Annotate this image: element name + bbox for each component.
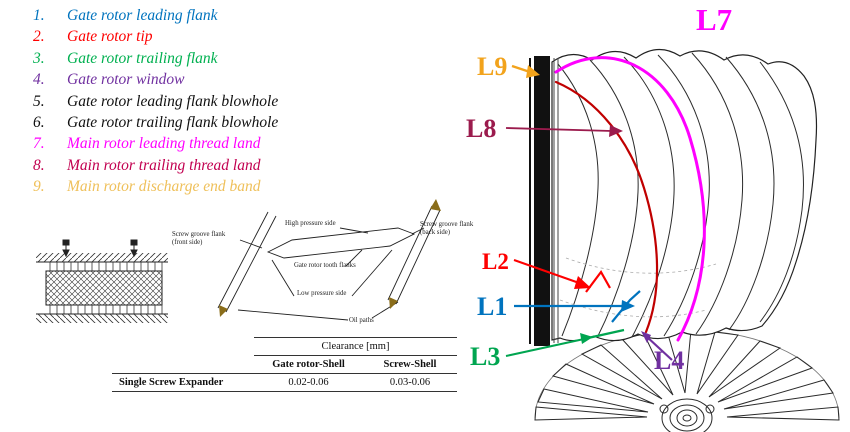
legend-item-number: 3. xyxy=(33,49,45,67)
legend-item-2: 2. Gate rotor tip xyxy=(26,26,278,47)
label-arrows xyxy=(505,64,673,361)
legend-item-8: 8. Main rotor trailing thread land xyxy=(26,155,278,176)
cell-screw-shell-value: 0.03-0.06 xyxy=(363,373,457,392)
label-L8: L8 xyxy=(466,114,497,143)
legend-item-label: Main rotor trailing thread land xyxy=(67,156,261,174)
legend-item-number: 2. xyxy=(33,28,45,46)
table-row: Single Screw Expander 0.02-0.06 0.03-0.0… xyxy=(112,373,457,392)
label-oil-paths: Oil paths xyxy=(349,317,374,324)
L1-arrow xyxy=(514,300,635,312)
column-header-gate-rotor-shell: Gate rotor-Shell xyxy=(254,355,363,374)
label-L9: L9 xyxy=(477,52,508,81)
legend-item-number: 1. xyxy=(33,7,45,24)
label-L2: L2 xyxy=(482,249,509,274)
legend-item-number: 8. xyxy=(33,156,45,174)
legend-item-3: 3. Gate rotor trailing flank xyxy=(26,48,278,69)
legend-item-5: 5. Gate rotor leading flank blowhole xyxy=(26,91,278,112)
L8-main-rotor-trailing-thread-land-curve xyxy=(554,80,659,334)
legend-item-number: 7. xyxy=(33,135,45,153)
cell-gate-rotor-shell-value: 0.02-0.06 xyxy=(254,373,363,392)
legend-item-label: Gate rotor tip xyxy=(67,28,153,46)
legend-item-1: 1. Gate rotor leading flank xyxy=(26,5,278,26)
flank-arrowheads xyxy=(219,199,441,317)
seal-cross-section-diagram xyxy=(36,239,168,323)
legend-item-label: Gate rotor window xyxy=(67,71,185,89)
clearance-table: Clearance [mm] Gate rotor-Shell Screw-Sh… xyxy=(112,337,457,392)
label-gate-rotor-tooth-flanks: Gate rotor tooth flanks xyxy=(294,262,356,269)
L3-arrow xyxy=(505,333,593,357)
L2-arrow xyxy=(513,259,591,289)
legend-item-7: 7. Main rotor leading thread land xyxy=(26,133,278,154)
label-L3: L3 xyxy=(470,342,501,371)
legend-item-label: Main rotor discharge end band xyxy=(67,178,261,196)
legend-item-number: 4. xyxy=(33,71,45,89)
L9-arrow xyxy=(511,64,540,78)
label-screw-groove-flank-back: Screw groove flank (back side) xyxy=(420,221,474,237)
legend-item-label: Gate rotor trailing flank xyxy=(67,49,218,67)
legend-item-9: 9. Main rotor discharge end band xyxy=(26,176,278,197)
screw-rotor-drawing xyxy=(529,48,818,346)
legend-item-number: 6. xyxy=(33,114,45,132)
label-L4: L4 xyxy=(654,346,685,375)
label-screw-groove-flank-front: Screw groove flank (front side) xyxy=(172,231,226,247)
table-title: Clearance [mm] xyxy=(254,337,457,356)
legend-item-label: Gate rotor trailing flank blowhole xyxy=(67,114,279,132)
L3-gate-rotor-trailing-flank-mark xyxy=(587,328,625,340)
leakage-legend: 1. Gate rotor leading flank 2. Gate roto… xyxy=(26,5,278,198)
table-title-row: Clearance [mm] xyxy=(112,337,457,356)
L8-arrow xyxy=(505,125,623,137)
label-L1: L1 xyxy=(477,292,508,321)
seal-pin-icon xyxy=(62,239,138,258)
column-header-screw-shell: Screw-Shell xyxy=(363,355,457,374)
L1-gate-rotor-leading-flank-mark xyxy=(611,290,641,323)
row-label: Single Screw Expander xyxy=(112,373,254,392)
L4-arrow xyxy=(641,331,673,361)
label-high-pressure-side: High pressure side xyxy=(285,220,336,227)
L2-gate-rotor-tip-mark xyxy=(585,269,611,293)
legend-item-label: Main rotor leading thread land xyxy=(67,135,261,153)
legend-item-number: 9. xyxy=(33,178,45,196)
legend-item-number: 5. xyxy=(33,92,45,110)
legend-item-4: 4. Gate rotor window xyxy=(26,69,278,90)
discharge-end-band xyxy=(529,56,559,346)
gate-rotor-wheel xyxy=(534,329,840,432)
label-L7: L7 xyxy=(696,2,733,37)
L7-main-rotor-leading-thread-land-curve xyxy=(554,56,706,342)
legend-item-6: 6. Gate rotor trailing flank blowhole xyxy=(26,112,278,133)
legend-item-label: Gate rotor leading flank blowhole xyxy=(67,92,279,110)
flank-schematic xyxy=(217,199,441,321)
table-header-row: Gate rotor-Shell Screw-Shell xyxy=(112,355,457,374)
legend-item-label: Gate rotor leading flank xyxy=(67,7,218,24)
label-low-pressure-side: Low pressure side xyxy=(297,290,347,297)
